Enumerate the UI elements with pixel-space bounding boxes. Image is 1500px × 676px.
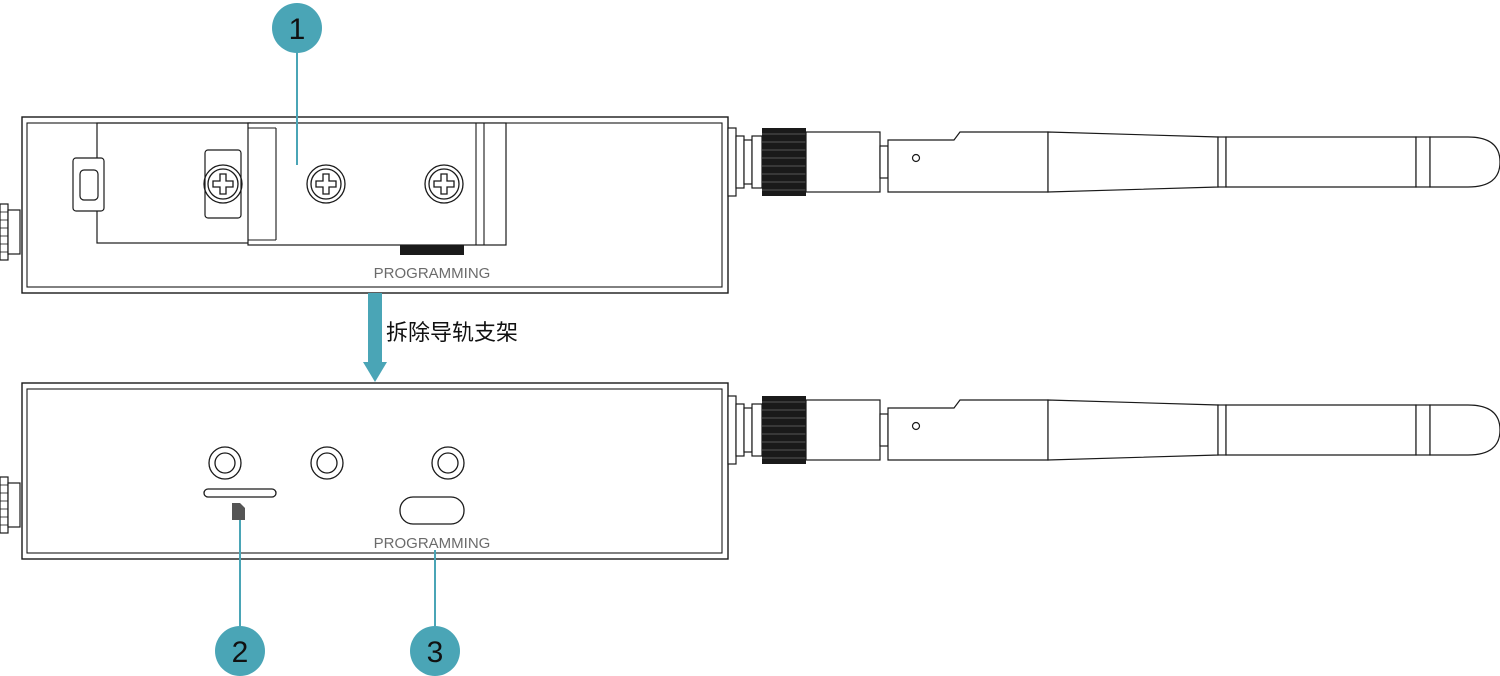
top-device-view: PROGRAMMING <box>0 116 1500 294</box>
callout-1: 1 <box>272 3 322 165</box>
callout-2: 2 <box>215 520 265 676</box>
antenna-icon <box>727 395 1500 465</box>
device-housing <box>21 382 729 560</box>
callout-3: 3 <box>410 550 460 676</box>
removal-arrow <box>363 293 387 382</box>
bottom-device-view: PROGRAMMING <box>0 382 1500 560</box>
programming-port <box>399 496 465 525</box>
side-connector-icon <box>0 203 21 261</box>
callout-number: 1 <box>289 13 306 46</box>
programming-label: PROGRAMMING <box>374 265 491 282</box>
side-connector-icon <box>0 476 21 534</box>
programming-label: PROGRAMMING <box>374 535 491 552</box>
arrow-caption: 拆除导轨支架 <box>386 321 518 346</box>
din-rail-bracket <box>72 122 507 255</box>
sim-card-icon <box>232 503 245 520</box>
sim-card-slot <box>203 488 277 498</box>
callout-number: 2 <box>232 636 249 669</box>
callout-number: 3 <box>427 636 444 669</box>
antenna-icon <box>727 127 1500 197</box>
